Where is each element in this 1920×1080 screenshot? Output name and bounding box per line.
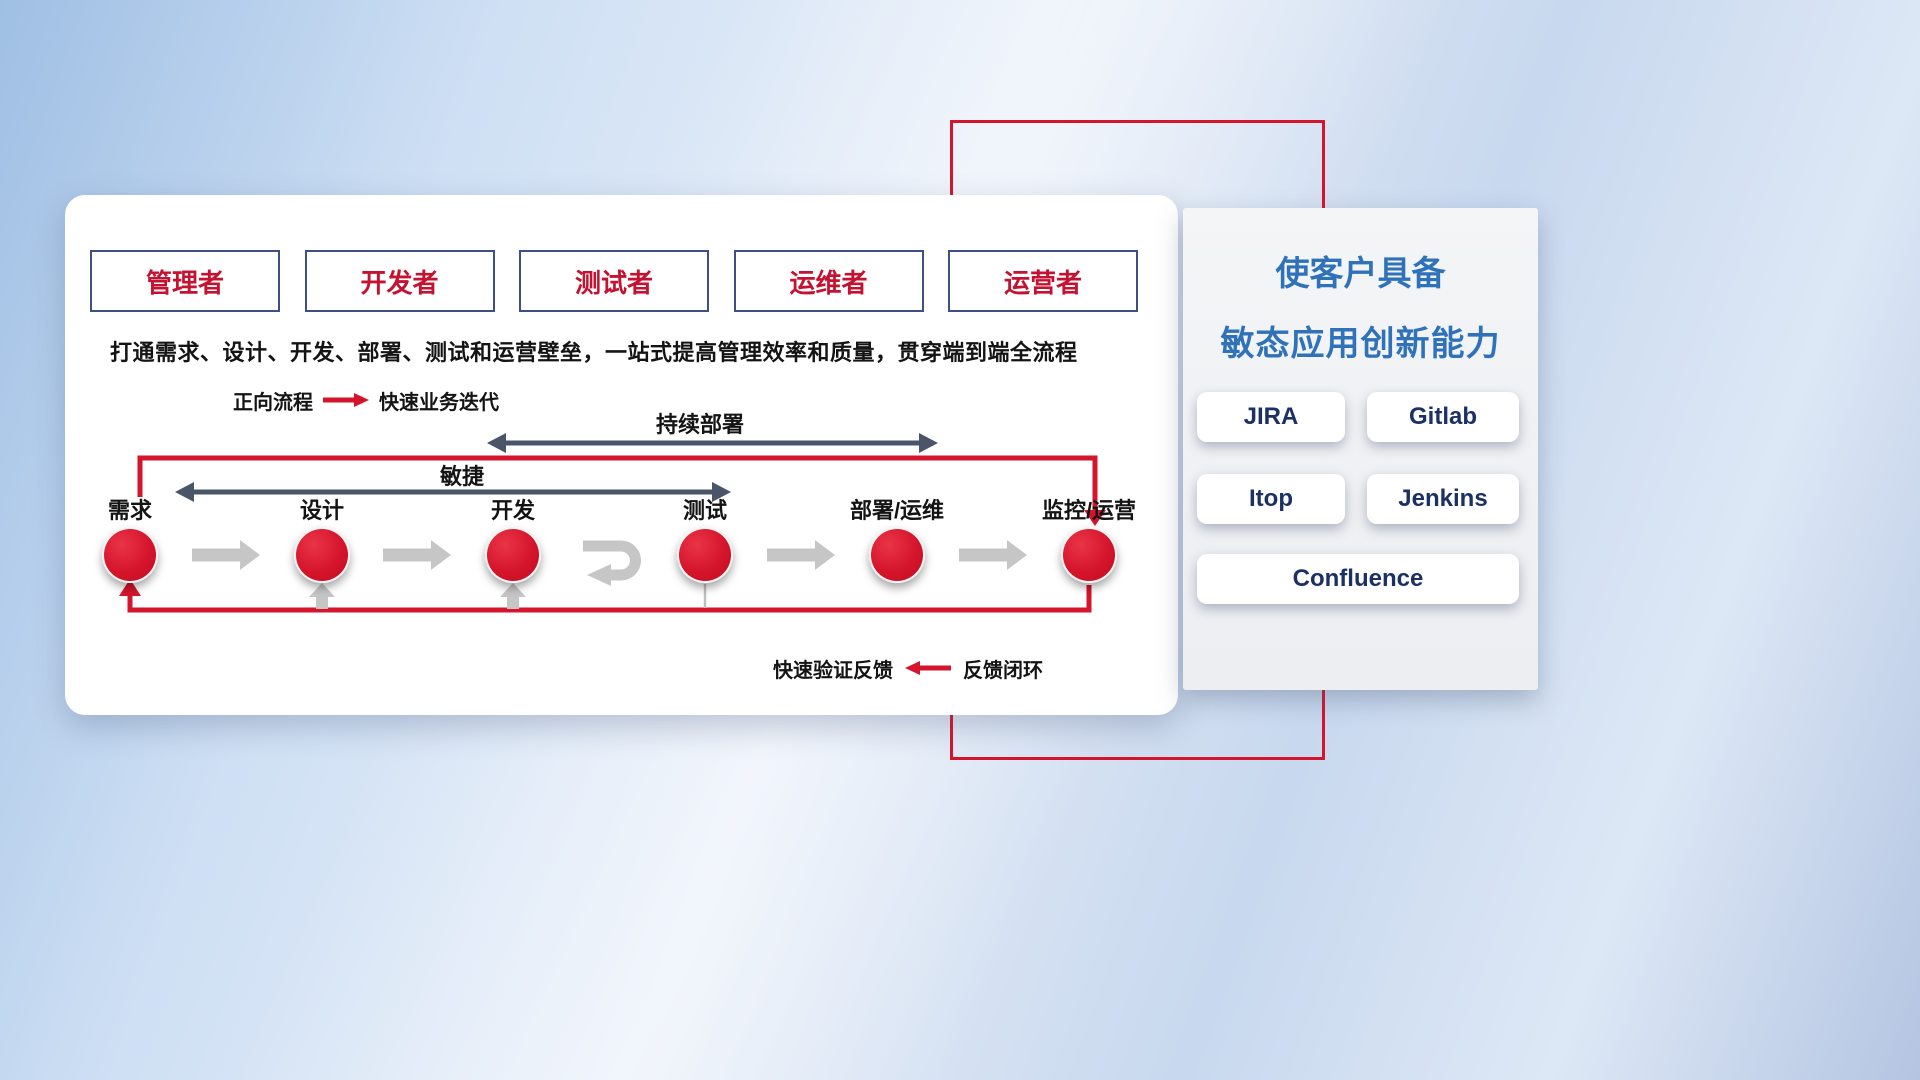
flow-description: 打通需求、设计、开发、部署、测试和运营壁垒，一站式提高管理效率和质量，贯穿端到端… bbox=[110, 340, 1078, 365]
role-box-developer: 开发者 bbox=[304, 250, 495, 312]
stage-label-requirements: 需求 bbox=[107, 498, 152, 523]
role-box-ops: 运维者 bbox=[733, 250, 924, 312]
feedback-arrow-icon bbox=[905, 661, 951, 675]
tool-chip-itop: Itop bbox=[1197, 474, 1345, 524]
feedback-desc: 快速验证反馈 bbox=[773, 659, 893, 682]
stage-label-deploy-ops: 部署/运维 bbox=[849, 498, 945, 523]
stage-label-development: 开发 bbox=[490, 498, 535, 523]
stage-label-monitor-op: 监控/运营 bbox=[1041, 498, 1137, 523]
feedback-label: 反馈闭环 bbox=[963, 659, 1043, 682]
role-box-operator: 运营者 bbox=[948, 250, 1138, 312]
stage-dot-deploy-ops bbox=[869, 527, 925, 583]
stage-label-testing: 测试 bbox=[682, 498, 727, 523]
continuous-deploy-label: 持续部署 bbox=[655, 412, 744, 437]
role-label: 测试者 bbox=[574, 267, 653, 298]
stage-label-design: 设计 bbox=[299, 498, 344, 523]
feedback-loop-legend: 快速验证反馈 反馈闭环 bbox=[773, 655, 1043, 682]
role-label: 运营者 bbox=[1003, 267, 1082, 298]
stage-dot-design bbox=[294, 527, 350, 583]
tool-chip-jenkins: Jenkins bbox=[1367, 474, 1519, 524]
tool-chip-jira: JIRA bbox=[1197, 392, 1345, 442]
tool-chip-gitlab: Gitlab bbox=[1367, 392, 1519, 442]
role-boxes-row: 管理者 开发者 测试者 运维者 运营者 bbox=[90, 250, 1138, 312]
role-box-manager: 管理者 bbox=[90, 250, 280, 312]
role-box-tester: 测试者 bbox=[519, 250, 709, 312]
stage-dot-requirements bbox=[102, 527, 158, 583]
stage-dot-monitor-op bbox=[1061, 527, 1117, 583]
devops-flow-card: 管理者 开发者 测试者 运维者 运营者 打通需求、设计、开发、部署、测试和运营壁… bbox=[65, 195, 1178, 715]
forward-arrow-icon bbox=[323, 393, 369, 407]
role-label: 管理者 bbox=[145, 267, 224, 298]
forward-flow-label: 正向流程 bbox=[233, 391, 313, 414]
tool-chip-confluence: Confluence bbox=[1197, 554, 1519, 604]
agile-label: 敏捷 bbox=[439, 464, 484, 489]
stage-dot-testing bbox=[677, 527, 733, 583]
capability-panel: 使客户具备 敏态应用创新能力 JIRA Gitlab Itop Jenkins … bbox=[1183, 208, 1538, 690]
role-label: 开发者 bbox=[360, 267, 439, 298]
panel-title-line1: 使客户具备 bbox=[1275, 255, 1446, 293]
forward-flow-legend: 正向流程 快速业务迭代 bbox=[233, 387, 499, 414]
stage-dot-development bbox=[485, 527, 541, 583]
panel-title-line2: 敏态应用创新能力 bbox=[1220, 325, 1501, 363]
role-label: 运维者 bbox=[789, 267, 868, 298]
forward-flow-desc: 快速业务迭代 bbox=[379, 391, 499, 414]
